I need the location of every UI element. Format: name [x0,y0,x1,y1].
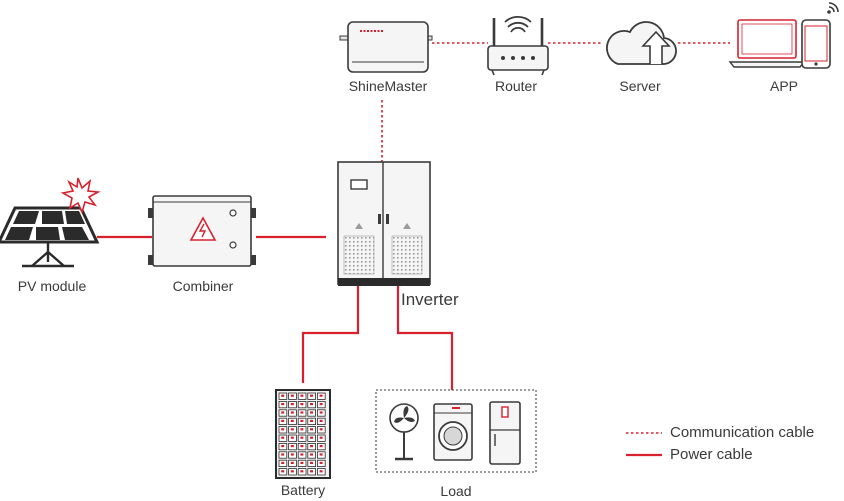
washing-machine-icon [433,403,473,461]
fan-icon [389,403,419,461]
battery-cell-terminal [310,411,313,414]
battery-cell-terminal [281,445,285,448]
load-group-border [375,389,537,473]
battery-cell-terminal [319,436,323,439]
cloud-upload-icon [606,21,677,65]
label-inverter: Inverter [401,290,459,309]
battery-cell-terminal [310,461,313,464]
battery-cell-terminal [290,445,294,448]
battery-cell-terminal [290,453,294,456]
label-router: Router [494,78,538,94]
label-battery: Battery [280,482,326,498]
battery-cell-terminal [290,428,294,431]
refrigerator-icon [489,401,521,465]
battery-cell-terminal [310,470,313,473]
battery-rack-icon [275,389,331,479]
battery-cell-terminal [281,461,285,464]
battery-cell-terminal [290,436,294,439]
battery-cell-terminal [290,411,294,414]
battery-cell-terminal [319,394,323,397]
battery-cell-terminal [290,394,294,397]
label-server: Server [619,78,661,94]
battery-cell-terminal [310,453,313,456]
battery-cell-terminal [281,403,285,406]
wifi-router-icon [487,15,549,76]
power-cables [97,235,454,390]
battery-cell-terminal [300,445,304,448]
battery-cell-terminal [300,470,304,473]
legend-communication-label: Communication cable [670,424,815,441]
label-shinemaster: ShineMaster [348,78,428,94]
battery-cell-terminal [281,394,285,397]
label-pv-module: PV module [17,278,87,294]
label-app: APP [769,78,799,94]
battery-cell-terminal [310,403,313,406]
battery-cell-terminal [300,453,304,456]
communication-cables [381,42,730,163]
battery-cell-terminal [319,461,323,464]
battery-cell-terminal [300,436,304,439]
label-load: Load [440,483,472,499]
legend-power-label: Power cable [670,446,753,463]
sun-burst-icon [60,177,101,215]
laptop-phone-icon [728,2,839,69]
battery-cell-terminal [281,436,285,439]
battery-cell-terminal [300,403,304,406]
inverter-cabinet-icon [337,161,431,286]
datalogger-icon [339,21,433,73]
battery-cell-terminal [300,419,304,422]
battery-cell-terminal [300,411,304,414]
battery-cell-terminal [300,394,304,397]
battery-cell-terminal [319,428,323,431]
battery-cell-terminal [319,470,323,473]
label-combiner: Combiner [172,278,234,294]
battery-cell-terminal [319,453,323,456]
appliances-icon [375,389,537,473]
battery-cell-terminal [290,403,294,406]
battery-cell-terminal [281,411,285,414]
power-cable-inverter-battery [301,285,360,383]
battery-cell-terminal [310,436,313,439]
battery-cell-terminal [281,419,285,422]
solar-panel-icon [0,177,101,268]
combiner-box-icon [148,195,256,267]
battery-cell-terminal [290,419,294,422]
battery-cell-terminal [310,428,313,431]
battery-cell-terminal [300,461,304,464]
battery-cell-terminal [300,428,304,431]
battery-cell-terminal [281,453,285,456]
battery-cell-terminal [281,428,285,431]
battery-cell-terminal [319,419,323,422]
power-cable-inverter-load [396,285,454,390]
battery-cell-terminal [290,470,294,473]
battery-cell-terminal [319,411,323,414]
battery-cell-terminal [310,419,313,422]
battery-cell-terminal [281,470,285,473]
battery-cell-terminal [290,461,294,464]
battery-cell-terminal [310,394,313,397]
battery-cell-terminal [319,445,323,448]
battery-cell-terminal [319,403,323,406]
battery-cell-terminal [310,445,313,448]
